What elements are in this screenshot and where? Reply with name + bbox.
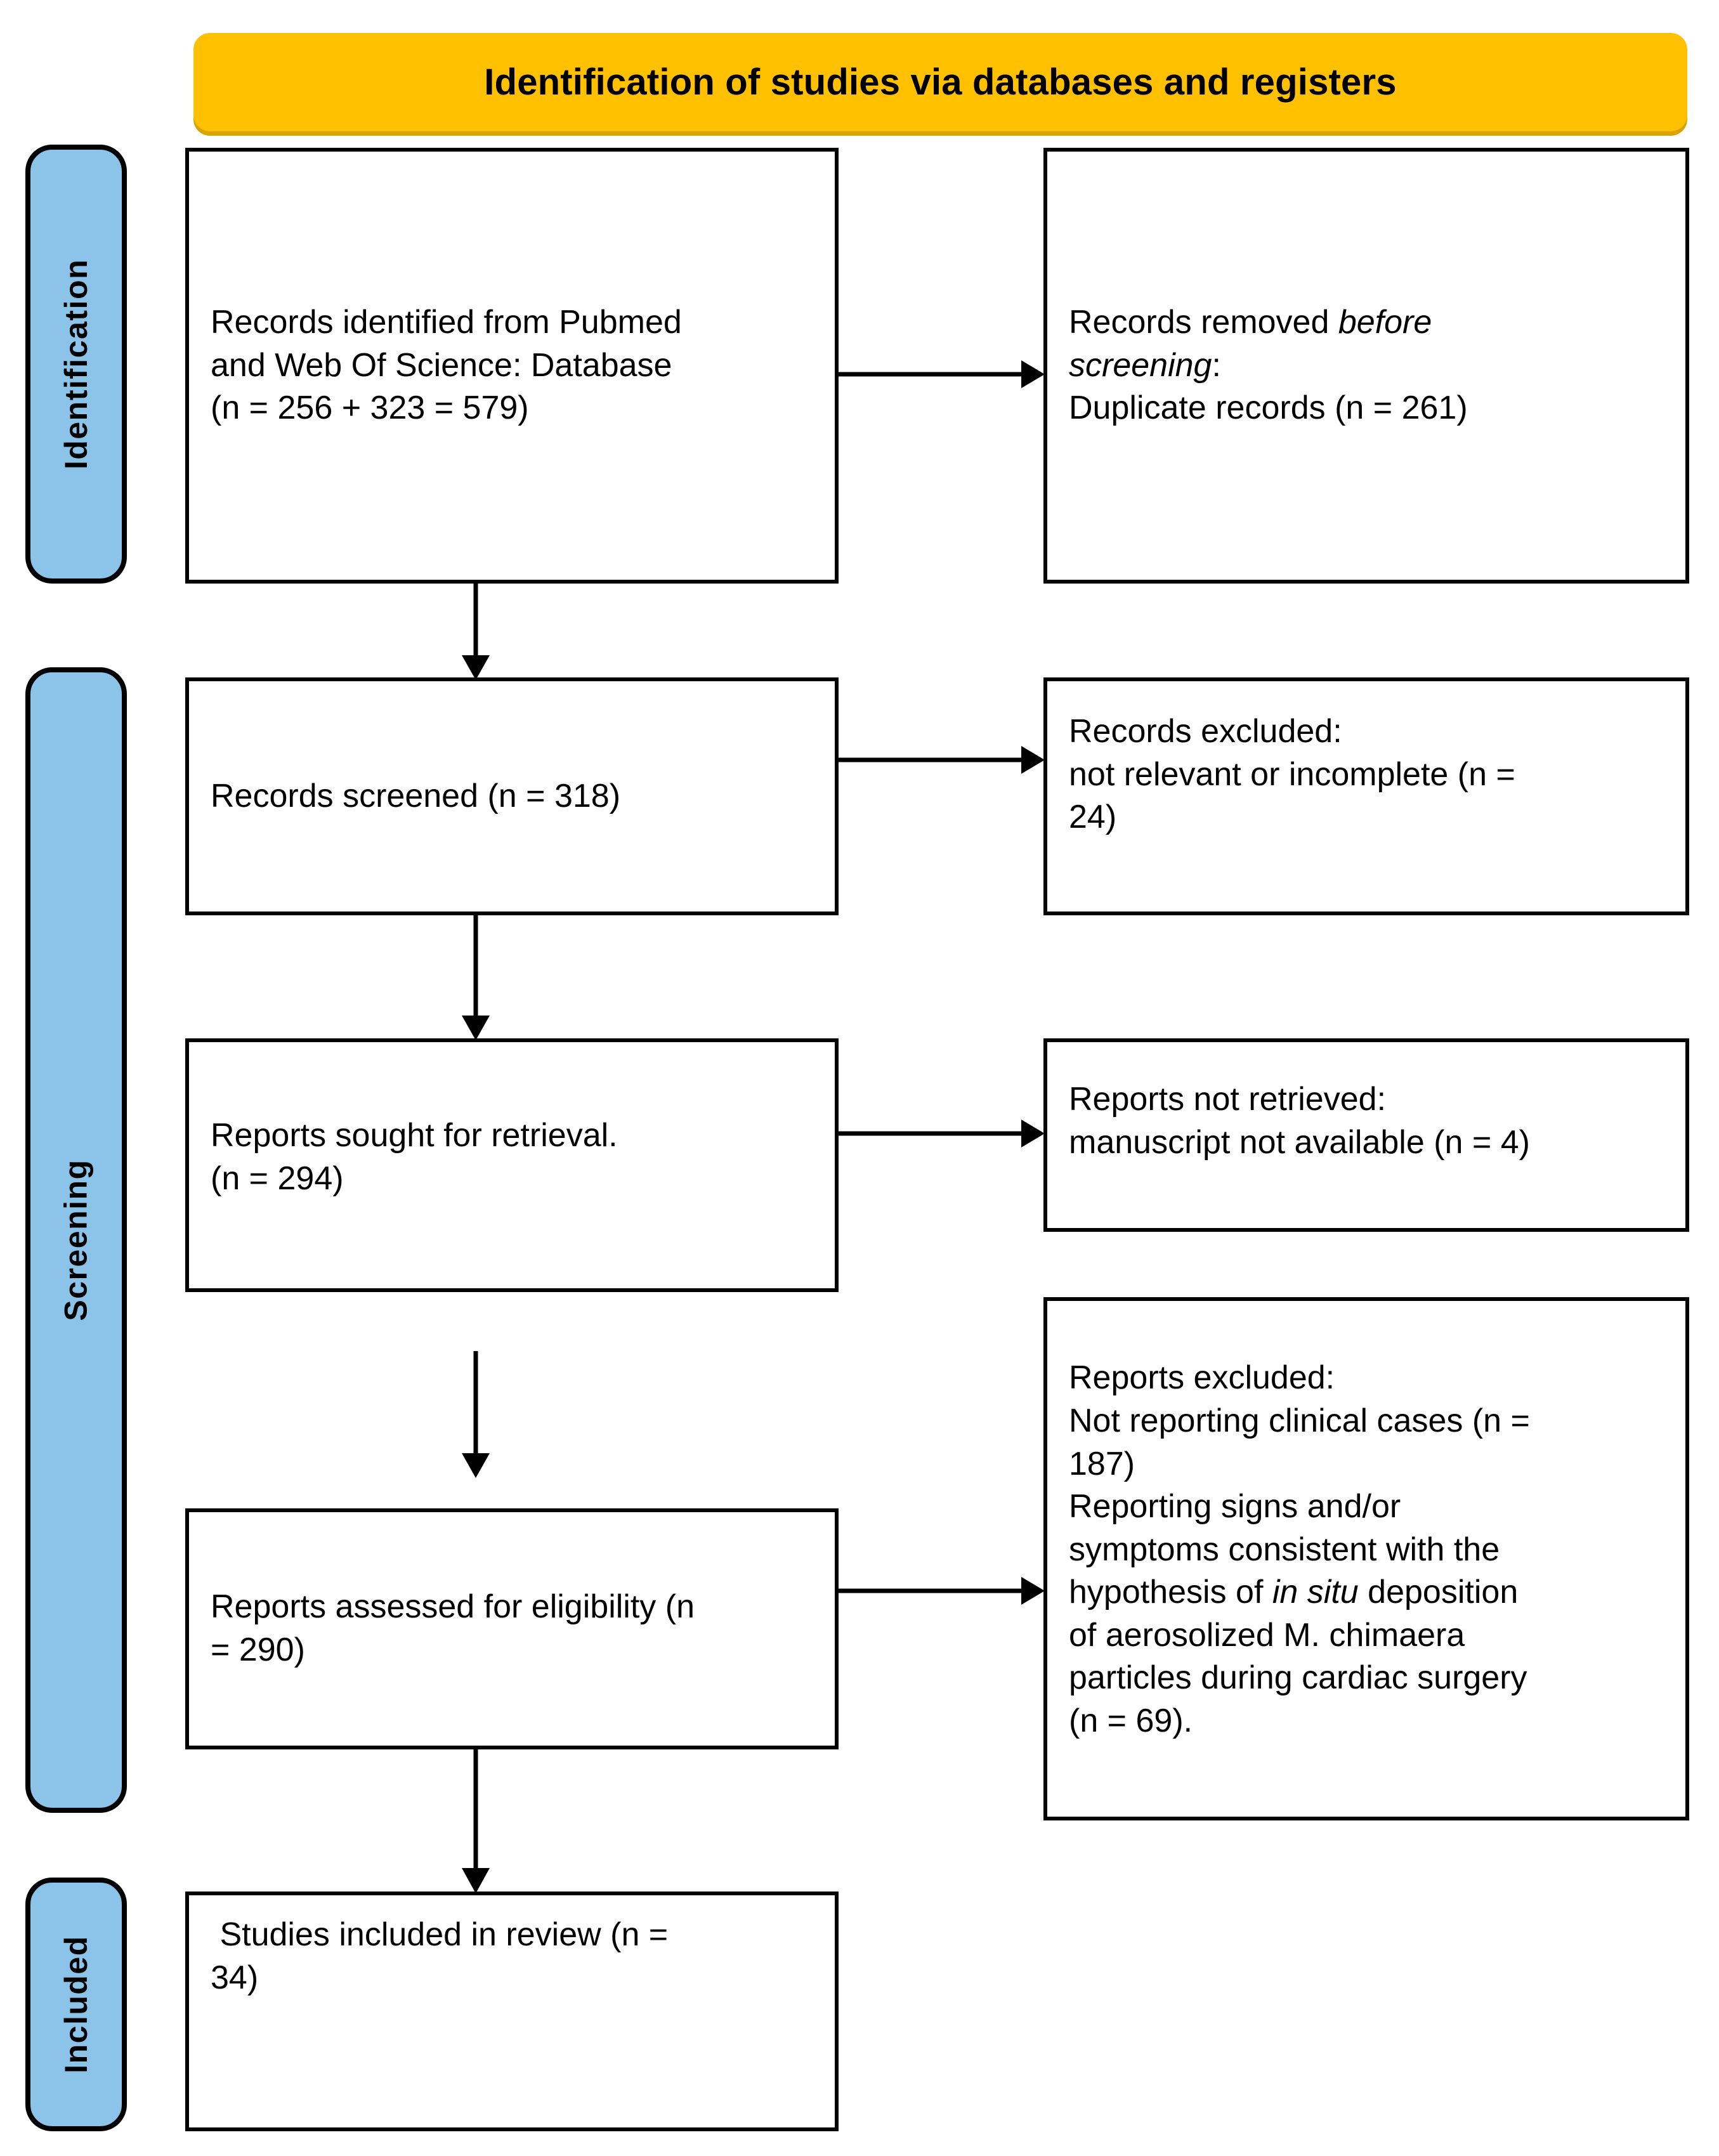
box-studies-included: Studies included in review (n =34) xyxy=(185,1891,839,2131)
connector-identified-to-removed xyxy=(839,355,1045,393)
stage-label-included-text: Included xyxy=(58,1935,95,2074)
connector-identified-to-screened xyxy=(457,582,495,680)
box-reports-not-retrieved-text: Reports not retrieved:manuscript not ava… xyxy=(1069,1080,1530,1161)
box-records-screened-text: Records screened (n = 318) xyxy=(211,777,621,814)
stage-label-included: Included xyxy=(25,1878,127,2131)
box-studies-included-text: Studies included in review (n =34) xyxy=(211,1916,669,1996)
connector-sought-to-notretrieved xyxy=(839,1114,1045,1153)
box-reports-excluded: Reports excluded:Not reporting clinical … xyxy=(1043,1297,1689,1820)
diagram-header-banner: Identification of studies via databases … xyxy=(193,33,1687,131)
connector-screened-to-excluded xyxy=(839,741,1045,779)
box-reports-excluded-text: Reports excluded:Not reporting clinical … xyxy=(1069,1359,1530,1740)
connector-screened-to-sought xyxy=(457,913,495,1040)
stage-label-identification: Identification xyxy=(25,145,127,584)
stage-label-identification-text: Identification xyxy=(58,258,95,470)
stage-label-screening-text: Screening xyxy=(58,1159,94,1321)
stage-label-screening: Screening xyxy=(25,667,127,1813)
box-reports-assessed: Reports assessed for eligibility (n= 290… xyxy=(185,1508,839,1749)
connector-assessed-to-excluded xyxy=(839,1572,1045,1610)
box-records-excluded-text: Records excluded:not relevant or incompl… xyxy=(1069,713,1515,836)
box-records-screened: Records screened (n = 318) xyxy=(185,677,839,915)
box-reports-sought: Reports sought for retrieval.(n = 294) xyxy=(185,1038,839,1292)
connector-assessed-to-included xyxy=(457,1748,495,1893)
box-reports-sought-text: Reports sought for retrieval.(n = 294) xyxy=(211,1117,618,1197)
box-records-excluded: Records excluded:not relevant or incompl… xyxy=(1043,677,1689,915)
box-reports-assessed-text: Reports assessed for eligibility (n= 290… xyxy=(211,1588,695,1668)
box-reports-not-retrieved: Reports not retrieved:manuscript not ava… xyxy=(1043,1038,1689,1232)
connector-sought-to-assessed xyxy=(457,1351,495,1478)
diagram-title: Identification of studies via databases … xyxy=(484,61,1397,103)
